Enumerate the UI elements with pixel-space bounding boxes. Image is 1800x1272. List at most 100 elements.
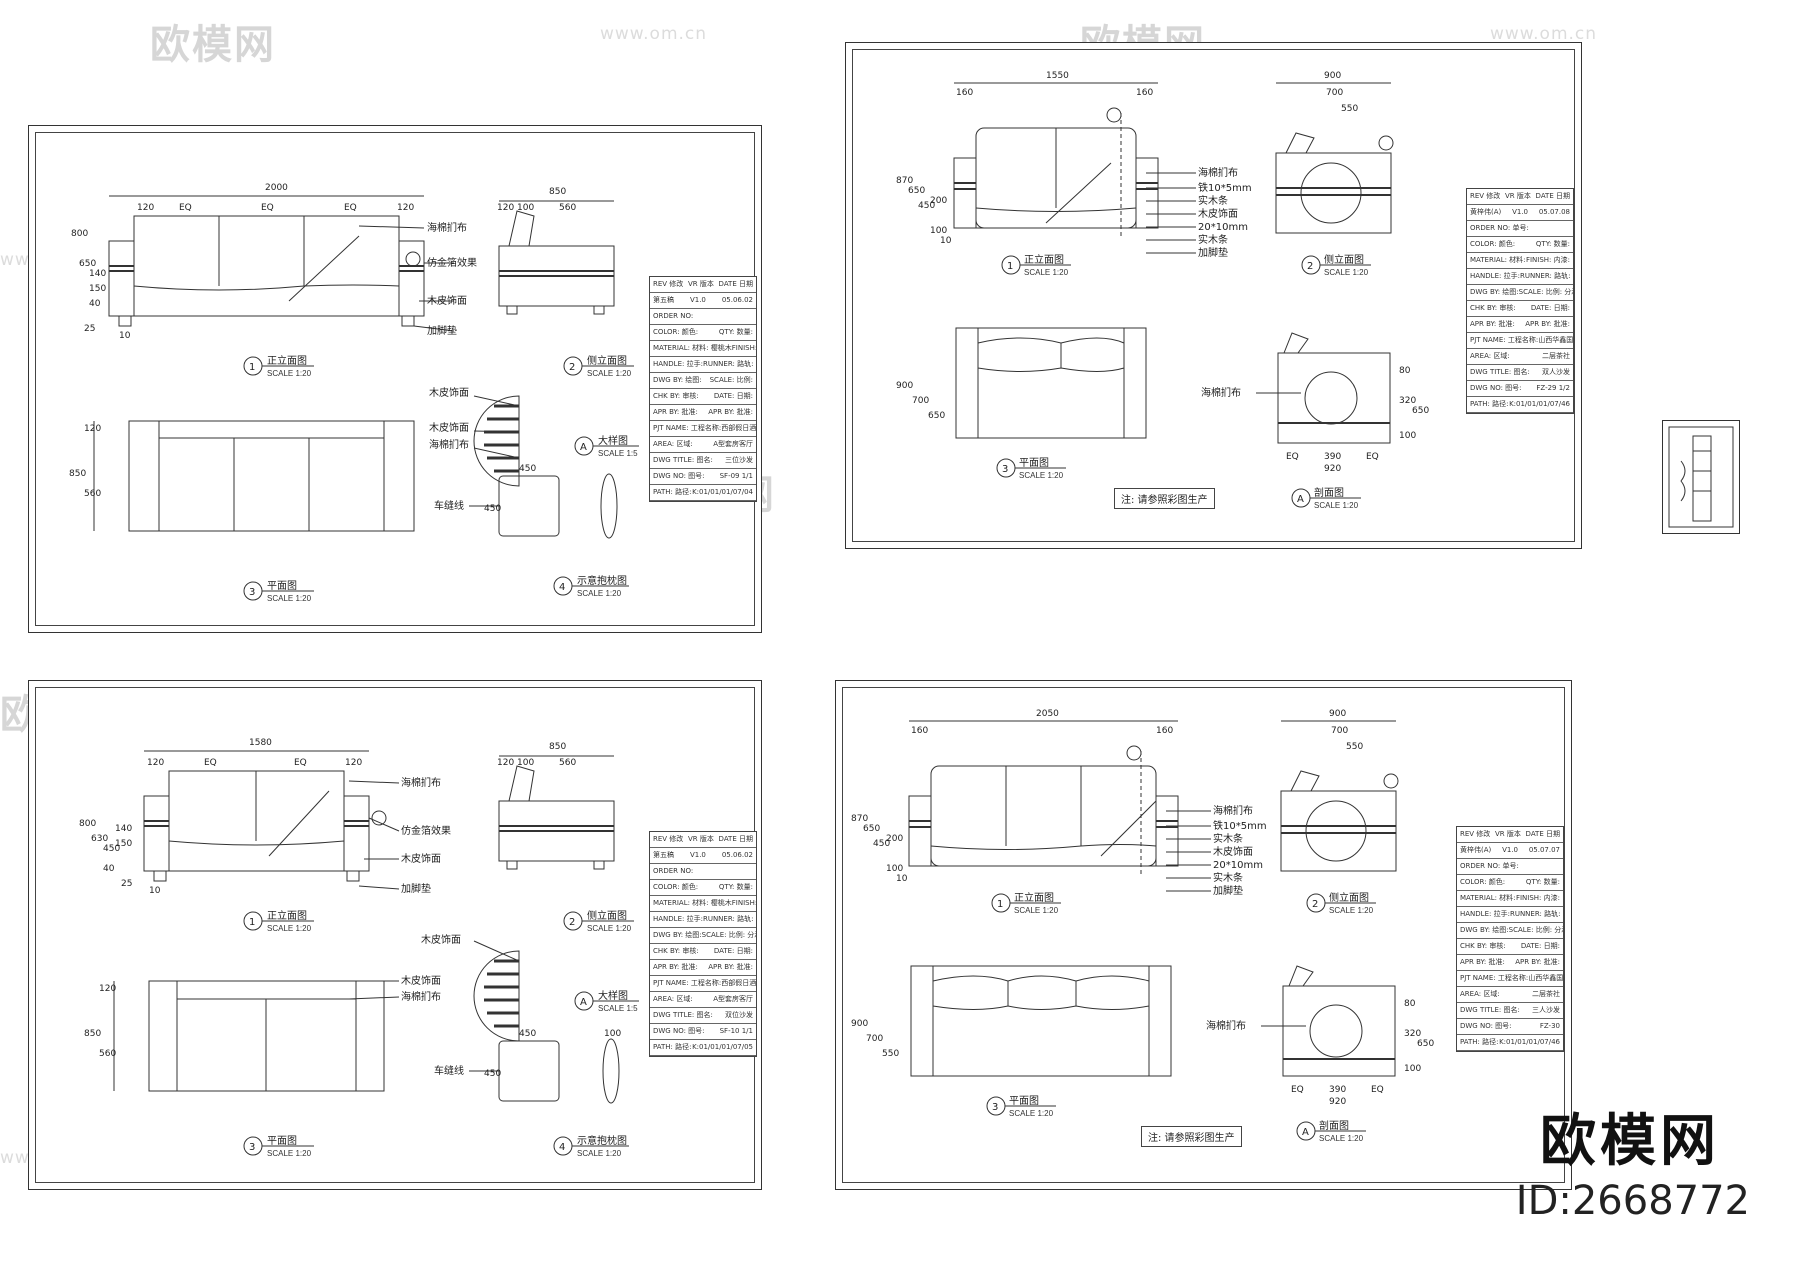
sheet-2-drawing: 1550 160 160 900 700 550 870 650 450 200… (896, 71, 1429, 510)
dim: EQ (344, 203, 357, 213)
dim-plan: 560 (84, 489, 101, 499)
dim: 160 (1136, 88, 1153, 98)
drawing-sheet-1: 2000 120 EQ EQ EQ 120 850 120 100 560 80… (28, 125, 762, 633)
tb-row: HANDLE: 拉手:RUNNER: 路轨: (650, 912, 756, 928)
sofa-side-outline (1275, 152, 1392, 234)
dim-total: 900 (1329, 709, 1346, 719)
dim: 150 (115, 839, 132, 849)
detail-thumbnail (1662, 420, 1740, 534)
dim: 10 (149, 886, 161, 896)
dim: 120 (497, 203, 514, 213)
view-title: 剖面图 (1314, 486, 1344, 499)
view-scale: SCALE 1:20 (587, 924, 632, 933)
callout: 木皮饰面 (429, 421, 469, 434)
callout: 车缝线 (434, 1064, 464, 1077)
dim: 450 (918, 201, 935, 211)
view-title: 正立面图 (1014, 891, 1054, 904)
tb-row: DWG TITLE: 图名:三人沙发 (1457, 1003, 1563, 1019)
sheet-inner-border (852, 49, 1575, 542)
view-title: 侧立面图 (1329, 891, 1369, 904)
view-title: 侧立面图 (587, 354, 627, 367)
view-scale: SCALE 1:20 (1019, 471, 1064, 480)
tb-row: APR BY: 批准:APR BY: 批准: (1467, 317, 1573, 333)
dim-section: EQ (1286, 452, 1299, 462)
dim: 10 (119, 331, 131, 341)
view-num: 1 (1007, 261, 1013, 272)
pillow-outline (498, 1040, 560, 1102)
view-scale: SCALE 1:20 (267, 369, 312, 378)
dim: 100 (886, 864, 903, 874)
dim: 100 (517, 203, 534, 213)
view-num: 1 (249, 362, 255, 373)
detail-a-circle (473, 395, 520, 487)
view-title: 正立面图 (1024, 253, 1064, 266)
dim: 10 (940, 236, 952, 246)
tb-row: APR BY: 批准:APR BY: 批准: (1457, 955, 1563, 971)
dim: 160 (911, 726, 928, 736)
sofa-front-outline (133, 215, 400, 317)
tb-row: CHK BY: 审核:DATE: 日期: (1457, 939, 1563, 955)
dim-plan: 850 (69, 469, 86, 479)
view-scale: SCALE 1:20 (587, 369, 632, 378)
dim: 560 (559, 758, 576, 768)
tb-row: ORDER NO: 单号: (1457, 859, 1563, 875)
dim: EQ (179, 203, 192, 213)
callout: 铁10*5mm (1213, 819, 1267, 832)
watermark-url: www.om.cn (1490, 24, 1598, 44)
callout: 木皮饰面 (1213, 845, 1253, 858)
dim: EQ (261, 203, 274, 213)
production-note: 注: 请参照彩图生产 (1114, 488, 1215, 509)
sheet-inner-border (842, 687, 1565, 1183)
view-num: A (1302, 1127, 1309, 1138)
callout: 海棉扪布 (1198, 166, 1238, 179)
dim-section: 650 (1412, 406, 1429, 416)
tb-row: AREA: 区域:A型套房客厅 (650, 437, 756, 453)
callout: 铁10*5mm (1198, 181, 1252, 194)
dim-section: 80 (1399, 366, 1411, 376)
dim-section: 650 (1417, 1039, 1434, 1049)
tb-row: AREA: 区域:二层茶社 (1467, 349, 1573, 365)
view-scale: SCALE 1:20 (1024, 268, 1069, 277)
dim-total: 850 (549, 742, 566, 752)
dim-section: 390 (1329, 1085, 1346, 1095)
callout: 实木条 (1213, 832, 1243, 845)
dim: 25 (121, 879, 132, 889)
production-note: 注: 请参照彩图生产 (1141, 1126, 1242, 1147)
dim-section: EQ (1371, 1085, 1384, 1095)
dim-total: 1550 (1046, 71, 1069, 81)
view-num: 3 (249, 587, 255, 598)
pillow-profile (600, 473, 618, 539)
dim: 120 (397, 203, 414, 213)
callout: 实木条 (1198, 233, 1228, 246)
dim-plan: 700 (866, 1034, 883, 1044)
sheet-1-drawing: 2000 120 EQ EQ EQ 120 850 120 100 560 80… (69, 183, 639, 603)
dim: 200 (886, 834, 903, 844)
view-num: 3 (1002, 464, 1008, 475)
dim-section: 920 (1329, 1097, 1346, 1107)
watermark-logo: 欧模网 (150, 22, 276, 68)
sofa-side-outline (1280, 790, 1397, 872)
dim-height: 800 (71, 229, 88, 239)
view-title: 示意抱枕图 (577, 1134, 627, 1147)
view-title: 侧立面图 (587, 909, 627, 922)
view-title: 正立面图 (267, 909, 307, 922)
drawing-sheet-2: 1550 160 160 900 700 550 870 650 450 200… (845, 42, 1582, 549)
view-scale: SCALE 1:20 (1319, 1134, 1364, 1143)
view-title: 正立面图 (267, 354, 307, 367)
dim-pillow: 450 (519, 1029, 536, 1039)
view-title: 剖面图 (1319, 1119, 1349, 1132)
view-num: 2 (1312, 899, 1318, 910)
dim: 630 (91, 834, 108, 844)
callout: 海棉扪布 (401, 990, 441, 1003)
dim-plan: 120 (84, 424, 101, 434)
tb-row: DWG NO: 图号:FZ-30 (1457, 1019, 1563, 1035)
dim: 560 (559, 203, 576, 213)
dim: 650 (79, 259, 96, 269)
dim-plan: 560 (99, 1049, 116, 1059)
tb-row: DWG BY: 绘图:SCALE: 比例: 分示 (1457, 923, 1563, 939)
